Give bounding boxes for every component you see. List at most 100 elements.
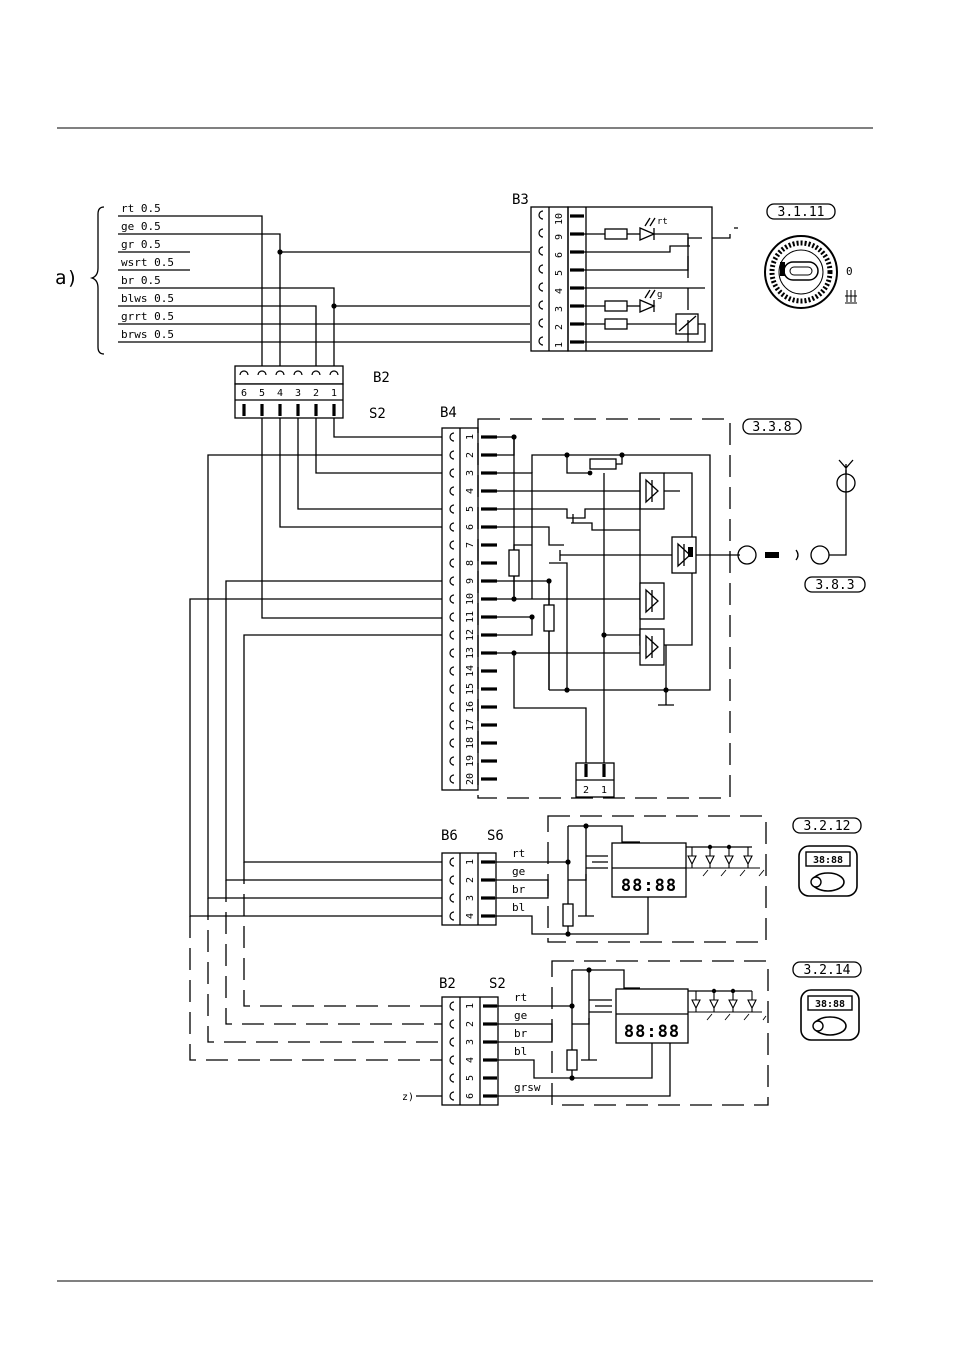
b6-pin-number: 2 [465,877,476,883]
b3-pin-number: 1 [554,342,565,348]
b6-pin-number: 3 [465,895,476,901]
ref-label: 3.2.12 [804,819,851,834]
b4-pin-number: 12 [465,629,476,641]
b3-pin-number: 3 [554,306,565,312]
thermostat-dial-icon: 0 [765,236,857,308]
b4-pin-number: 13 [465,647,476,659]
b2-top-mate-label: S2 [369,406,386,422]
b4-pin-number: 15 [465,683,476,695]
wire-color: br [514,1027,528,1040]
ref-label: 3.8.3 [815,578,854,593]
wire-color: rt [512,847,525,860]
ref-label: 3.1.11 [778,205,825,220]
b2-bottom-pin-number: 3 [465,1039,476,1045]
led-row-icon [686,847,764,876]
wire-color: br [512,883,526,896]
dial-zero-label: 0 [846,265,853,278]
wire-label: rt 0.5 [121,202,161,215]
b2-bottom-pin-number: 2 [465,1021,476,1027]
wire-color: grsw [514,1081,541,1094]
wire-label: gr 0.5 [121,238,161,251]
b6-pin-number: 1 [465,859,476,865]
b4-pin-number: 8 [465,560,476,566]
b2-top-pin-number: 5 [259,388,265,399]
wire-color: bl [512,901,525,914]
b3-pin-number: 5 [554,270,565,276]
display-digits: 88:88 [621,876,677,896]
wire-label: ge 0.5 [121,220,161,233]
b4-pin-number: 17 [465,719,476,731]
b2-bottom-pin-number: 1 [465,1003,476,1009]
ref-label: 3.2.14 [804,963,851,978]
b4-pin-number: 2 [465,452,476,458]
ref-3-2-12: 3.2.12 [793,818,861,834]
display-digits: 88:88 [624,1022,680,1042]
b2-top-connector: B2 S2 6 5 4 3 2 1 [235,366,390,422]
wire-color: ge [512,865,525,878]
b3-pin-number: 4 [554,288,565,294]
b2-top-pin-number: 4 [277,388,283,399]
ref-3-1-11: 3.1.11 [767,204,835,220]
b3-pin-number: 9 [554,234,565,240]
small-connector-pin: 1 [601,785,607,796]
b4-pin-number: 14 [465,665,476,677]
b6-connector: B6 S6 1 2 3 4 rt ge br bl [441,828,526,925]
timer-icon: 38:88 [799,846,857,896]
b2-top-pin-number: 3 [295,388,301,399]
b4-pin-number: 4 [465,488,476,494]
b2-top-pin-number: 1 [331,388,337,399]
wire-color: bl [514,1045,527,1058]
timer-icon-digits: 38:88 [813,855,843,866]
b4-pin-number: 9 [465,578,476,584]
b2-top-label: B2 [373,370,390,386]
wire-group-a: a) rt 0.5 ge 0.5 gr 0.5 wsrt 0.5 br 0.5 … [55,202,530,374]
b2-bottom-label: B2 [439,976,456,992]
wire-label: br 0.5 [121,274,161,287]
b6-mate-label: S6 [487,828,504,844]
snowflake-icon [845,290,857,303]
wire-label: wsrt 0.5 [121,256,174,269]
wire-color: rt [514,991,527,1004]
b6-label: B6 [441,828,458,844]
led-row-icon [688,991,766,1020]
b3-connector: B3 10 9 6 5 4 3 2 1 [512,192,738,351]
b4-pin-number: 10 [465,593,476,605]
b4-pin-number: 3 [465,470,476,476]
ref-label: 3.3.8 [752,420,791,435]
timer-icon-digits: 38:88 [815,999,845,1010]
b4-small-connector: 2 1 [576,763,614,797]
b3-label: B3 [512,192,529,208]
b4-connector: B4 1 2 3 4 5 6 7 8 9 10 11 12 13 14 15 1… [440,405,740,798]
b4-label: B4 [440,405,457,421]
b4-pin-number: 1 [465,434,476,440]
wire-label: brws 0.5 [121,328,174,341]
b3-pin-number: 10 [554,213,565,225]
wire-label-list: rt 0.5 ge 0.5 gr 0.5 wsrt 0.5 br 0.5 blw… [121,202,174,341]
b4-pin-number: 19 [465,755,476,767]
b4-pin-number: 11 [465,611,476,623]
b3-pin-number: 6 [554,252,565,258]
b2-bottom-pin-number: 6 [465,1093,476,1099]
b2-bottom-connector: B2 S2 1 2 3 4 5 6 rt ge br bl grsw [402,976,541,1105]
b4-pin-number: 16 [465,701,476,713]
small-connector-pin: 2 [583,785,589,796]
b3-pin-number: 2 [554,324,565,330]
b6-pin-number: 4 [465,913,476,919]
b2-bottom-pin-number: 5 [465,1075,476,1081]
display-module-1: 88:88 [495,816,766,942]
ref-3-3-8: 3.3.8 [743,419,801,435]
b2-bottom-mate-label: S2 [489,976,506,992]
ref-3-8-3: 3.8.3 [805,577,865,593]
b2-top-pin-number: 6 [241,388,247,399]
b4-pin-number: 18 [465,737,476,749]
timer-icon: 38:88 [801,990,859,1040]
b2-top-pin-number: 2 [313,388,319,399]
antenna-icon [738,460,855,564]
b4-pin-number: 6 [465,524,476,530]
wire-label: blws 0.5 [121,292,174,305]
b4-internal-circuit [497,434,740,763]
b2-bottom-pin-number: 4 [465,1057,476,1063]
wire-label: grrt 0.5 [121,310,174,323]
group-label: a) [55,267,78,289]
